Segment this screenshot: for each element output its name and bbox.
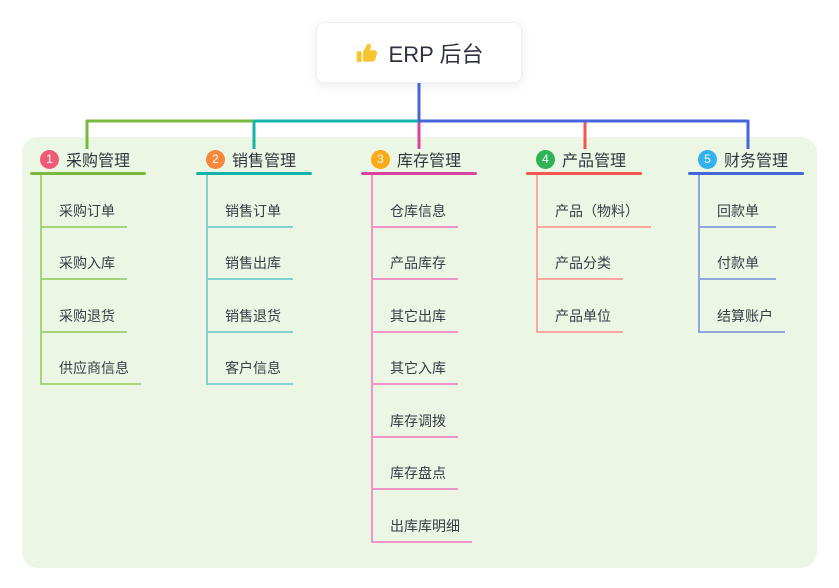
branch-number-badge: 1 bbox=[40, 149, 59, 169]
node-purchase-return[interactable]: 采购退货 bbox=[42, 280, 127, 333]
node-outbound-detail[interactable]: 出库库明细 bbox=[373, 490, 472, 543]
branch-finance: 5 财务管理 回款单 付款单 结算账户 bbox=[688, 146, 804, 333]
branch-title: 库存管理 bbox=[397, 153, 462, 170]
node-customer-info[interactable]: 客户信息 bbox=[208, 333, 293, 385]
branch-number-badge: 4 bbox=[536, 149, 555, 169]
branch-underline bbox=[526, 172, 642, 175]
root-node-label: ERP 后台 bbox=[388, 41, 484, 67]
branch-inventory: 3 库存管理 仓库信息 产品库存 其它出库 其它入库 库存调拨 库存盘点 出库库… bbox=[361, 146, 477, 543]
branch-finance-header[interactable]: 5 财务管理 bbox=[688, 146, 804, 172]
branch-underline bbox=[30, 172, 146, 175]
node-sales-order[interactable]: 销售订单 bbox=[208, 175, 293, 228]
node-sales-outbound[interactable]: 销售出库 bbox=[208, 228, 293, 280]
branch-title: 采购管理 bbox=[66, 153, 131, 170]
node-stock-transfer[interactable]: 库存调拨 bbox=[373, 385, 458, 438]
node-product-stock[interactable]: 产品库存 bbox=[373, 228, 458, 280]
branch-purchase-items: 采购订单 采购入库 采购退货 供应商信息 bbox=[40, 175, 146, 385]
node-warehouse-info[interactable]: 仓库信息 bbox=[373, 175, 458, 228]
node-product-material[interactable]: 产品（物料） bbox=[538, 175, 651, 228]
node-product-category[interactable]: 产品分类 bbox=[538, 228, 623, 280]
node-product-unit[interactable]: 产品单位 bbox=[538, 280, 623, 333]
branch-sales: 2 销售管理 销售订单 销售出库 销售退货 客户信息 bbox=[196, 146, 312, 385]
branch-number-badge: 5 bbox=[698, 149, 717, 169]
branch-number-badge: 3 bbox=[371, 149, 390, 169]
node-settlement-account[interactable]: 结算账户 bbox=[700, 280, 785, 333]
node-supplier-info[interactable]: 供应商信息 bbox=[42, 333, 141, 385]
branch-product-items: 产品（物料） 产品分类 产品单位 bbox=[536, 175, 651, 333]
branch-inventory-header[interactable]: 3 库存管理 bbox=[361, 146, 477, 172]
node-payment-bill[interactable]: 付款单 bbox=[700, 228, 776, 280]
branch-purchase: 1 采购管理 采购订单 采购入库 采购退货 供应商信息 bbox=[30, 146, 146, 385]
branch-underline bbox=[688, 172, 804, 175]
branch-finance-items: 回款单 付款单 结算账户 bbox=[698, 175, 804, 333]
branch-product-header[interactable]: 4 产品管理 bbox=[526, 146, 642, 172]
branch-sales-header[interactable]: 2 销售管理 bbox=[196, 146, 312, 172]
branch-product: 4 产品管理 产品（物料） 产品分类 产品单位 bbox=[526, 146, 651, 333]
branch-number-badge: 2 bbox=[206, 149, 225, 169]
branch-title: 财务管理 bbox=[724, 153, 789, 170]
node-other-inbound[interactable]: 其它入库 bbox=[373, 333, 458, 385]
thumbs-up-icon bbox=[355, 41, 379, 65]
node-purchase-inbound[interactable]: 采购入库 bbox=[42, 228, 127, 280]
branch-underline bbox=[196, 172, 312, 175]
branch-inventory-items: 仓库信息 产品库存 其它出库 其它入库 库存调拨 库存盘点 出库库明细 bbox=[371, 175, 477, 543]
root-node-erp[interactable]: ERP 后台 bbox=[316, 22, 522, 83]
branch-sales-items: 销售订单 销售出库 销售退货 客户信息 bbox=[206, 175, 312, 385]
node-purchase-order[interactable]: 采购订单 bbox=[42, 175, 127, 228]
node-other-outbound[interactable]: 其它出库 bbox=[373, 280, 458, 333]
branch-underline bbox=[361, 172, 477, 175]
branches-background-panel bbox=[22, 137, 817, 568]
node-sales-return[interactable]: 销售退货 bbox=[208, 280, 293, 333]
branch-title: 销售管理 bbox=[232, 153, 297, 170]
branch-purchase-header[interactable]: 1 采购管理 bbox=[30, 146, 146, 172]
node-receipt-bill[interactable]: 回款单 bbox=[700, 175, 776, 228]
node-stock-count[interactable]: 库存盘点 bbox=[373, 438, 458, 490]
branch-title: 产品管理 bbox=[562, 153, 627, 170]
